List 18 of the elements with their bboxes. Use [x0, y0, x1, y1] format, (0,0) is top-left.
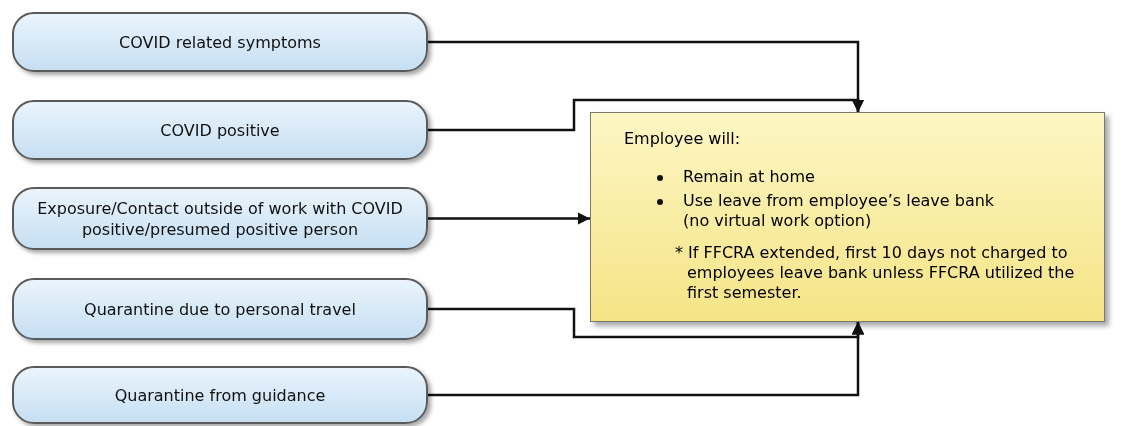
arrow [428, 212, 590, 225]
note-box [590, 112, 1105, 322]
cause-box [12, 100, 428, 160]
footnote-text: * If FFCRA extended, first 10 days not charged to employees leave bank unless FFCRA utilized the first semester. [675, 243, 1076, 303]
note-heading: Employee will: [624, 129, 741, 148]
box-label: Exposure/Contact outside of work with COVID positive/presumed positive person [36, 197, 404, 240]
box-label: COVID positive [160, 119, 280, 141]
arrow [428, 322, 865, 397]
bullet-text: Remain at home [683, 167, 816, 187]
box-label: Quarantine from guidance [114, 384, 326, 406]
arrow [428, 98, 865, 132]
cause-box [12, 278, 428, 340]
box-label: Quarantine due to personal travel [84, 298, 356, 320]
cause-box [12, 12, 428, 72]
bullet-text: Use leave from employee’s leave bank (no virtual work option) [683, 191, 996, 231]
cause-box [12, 366, 428, 424]
cause-box [12, 187, 428, 250]
box-label: COVID related symptoms [119, 31, 321, 53]
